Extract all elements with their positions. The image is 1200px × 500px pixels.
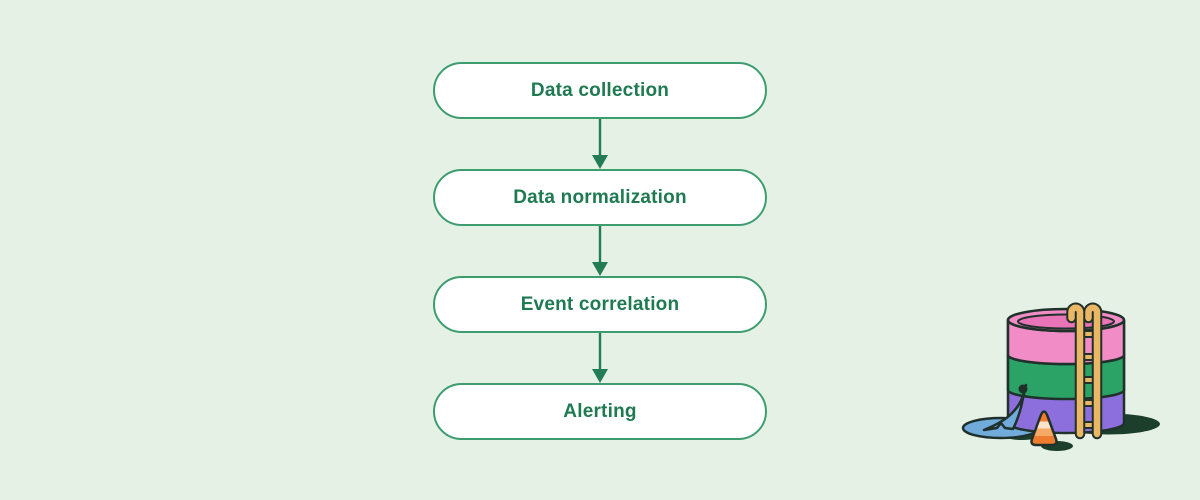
leaking-tank-illustration: [961, 302, 1160, 451]
flow-step-label: Data collection: [530, 79, 670, 101]
flow-step-event-correlation: Event correlation: [433, 276, 767, 333]
ladder: [1066, 302, 1103, 440]
flow-step-alerting: Alerting: [433, 383, 767, 440]
flow-step-label: Data normalization: [513, 186, 687, 208]
cone-outline: [1030, 410, 1058, 447]
tank: [1006, 307, 1126, 435]
flow-step-label: Event correlation: [520, 293, 680, 315]
flowchart: Data collection Data normalization Event…: [433, 62, 767, 440]
cone-stripes: [1031, 421, 1057, 436]
flow-step-label: Alerting: [563, 400, 637, 422]
flow-step-data-collection: Data collection: [433, 62, 767, 119]
traffic-cone: [1030, 410, 1058, 447]
flow-step-data-normalization: Data normalization: [433, 169, 767, 226]
water-stream: [982, 383, 1028, 432]
down-arrow-icon: [592, 333, 608, 383]
ladder-rails: [1066, 302, 1103, 440]
down-arrow-icon: [592, 226, 608, 276]
down-arrow-icon: [592, 119, 608, 169]
